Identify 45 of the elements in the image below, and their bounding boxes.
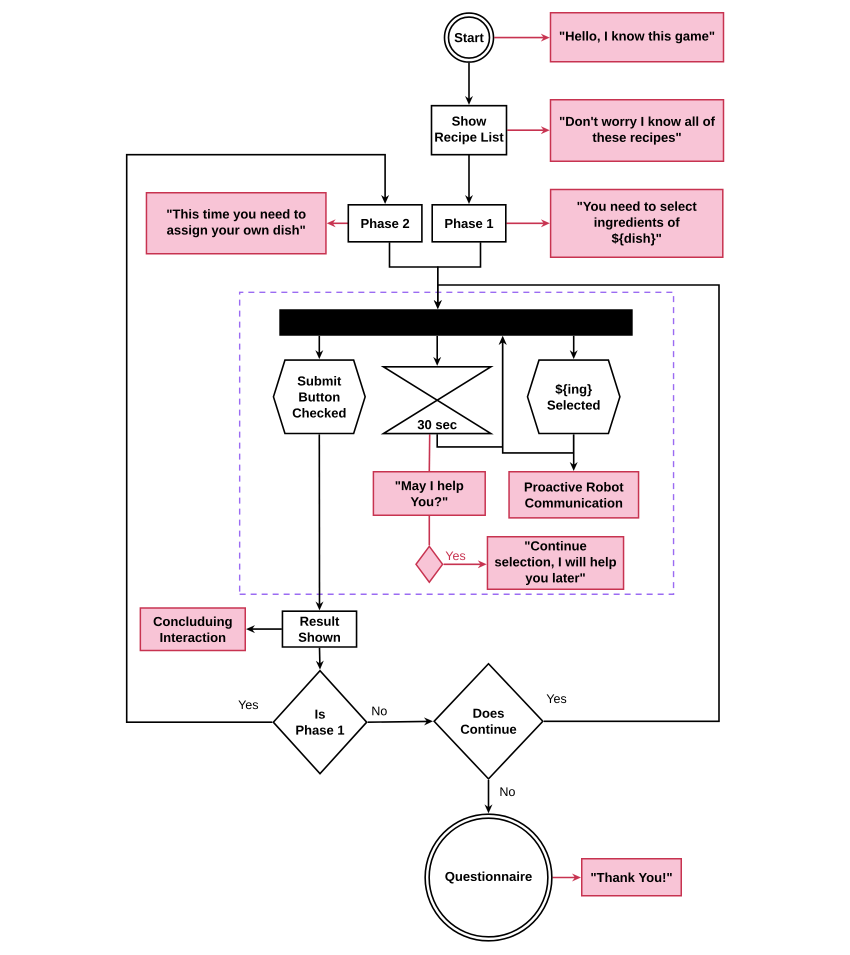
action-box: Proactive Robot Communication	[508, 470, 640, 519]
speech-box: "May I help You?"	[372, 471, 486, 516]
speech-box: "Thank You!"	[581, 858, 682, 897]
arrow	[498, 336, 574, 454]
arrow	[465, 156, 473, 204]
arrow	[316, 434, 324, 610]
event-hexagon: Submit Button Checked	[272, 359, 366, 434]
arrow	[316, 648, 324, 670]
speech-box: "You need to select ingredients of ${dish}"	[550, 188, 724, 258]
connector-line	[428, 516, 430, 546]
speech-box: "Don't worry I know all of these recipes"	[550, 99, 724, 162]
arrow	[507, 126, 550, 134]
arrow	[552, 874, 581, 882]
edge-label: Yes	[238, 700, 259, 710]
process-box: Phase 2	[348, 204, 423, 243]
fork-bar	[279, 309, 633, 336]
speech-box: "Continue selection, I will help you later"	[486, 536, 624, 590]
arrow	[126, 154, 390, 723]
arrow	[570, 434, 578, 471]
process-box: Show Recipe List	[430, 104, 508, 156]
process-box: Result Shown	[282, 610, 358, 648]
process-box: Phase 1	[431, 204, 507, 243]
speech-box: "Hello, I know this game"	[550, 12, 724, 62]
action-box: Concluduing Interaction	[140, 607, 246, 652]
speech-box: "This time you need to assign your own dish"	[146, 192, 327, 254]
arrow	[434, 284, 720, 722]
edge-label: Yes	[444, 550, 466, 561]
dashed-frame	[238, 292, 674, 595]
edge-label: No	[498, 786, 516, 797]
event-hexagon: ${ing} Selected	[526, 359, 621, 434]
arrow	[570, 336, 578, 359]
arrow	[484, 780, 492, 814]
arrow	[465, 62, 473, 105]
edge-label: No	[370, 706, 388, 716]
connector-line	[428, 434, 430, 472]
arrow	[246, 625, 282, 633]
timer-hourglass: 30 sec	[380, 366, 494, 434]
arrow	[433, 336, 442, 366]
arrow	[326, 219, 348, 228]
arrow	[494, 34, 550, 42]
edge-label: Yes	[546, 694, 568, 704]
arrow	[444, 560, 487, 568]
arrow	[506, 219, 550, 228]
arrow	[315, 336, 324, 359]
arrow	[368, 718, 433, 726]
